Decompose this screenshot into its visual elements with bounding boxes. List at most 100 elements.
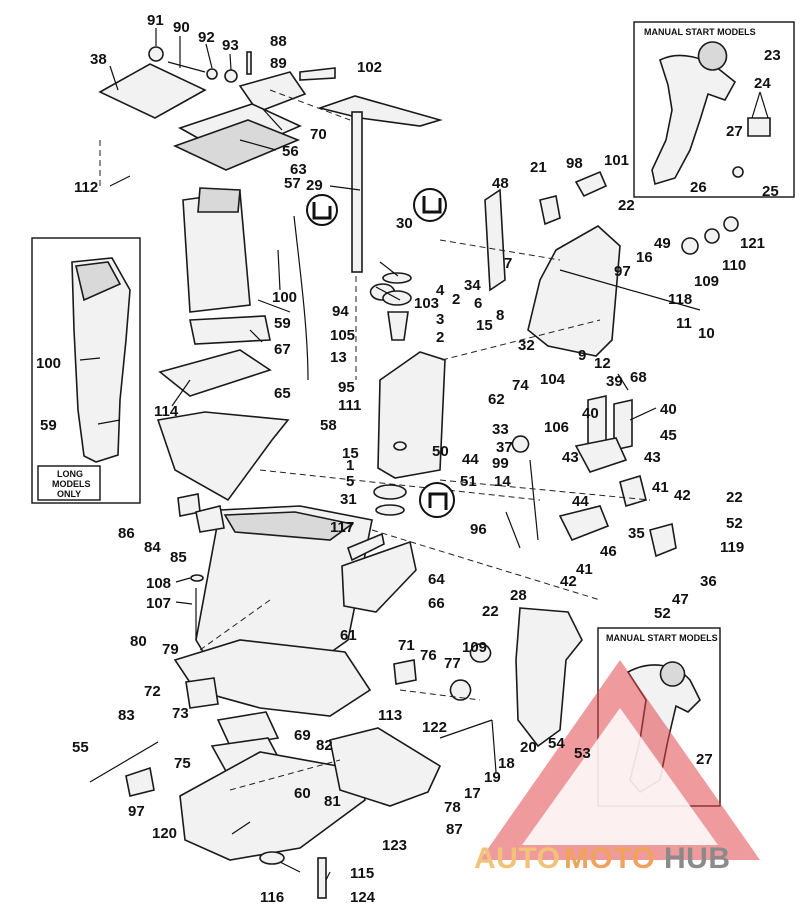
callout-90: 90 — [173, 19, 190, 36]
callout-64: 64 — [428, 571, 445, 588]
callout-24: 24 — [754, 75, 771, 92]
callout-19: 19 — [484, 769, 501, 786]
callout-104: 104 — [540, 371, 566, 388]
callout-9: 9 — [578, 347, 586, 364]
callout-99: 99 — [492, 455, 509, 472]
callout-66: 66 — [428, 595, 445, 612]
callout-39: 39 — [606, 373, 623, 390]
inset-long-models: LONG MODELS ONLY — [31, 237, 141, 504]
callout-50: 50 — [432, 443, 449, 460]
callout-17: 17 — [464, 785, 481, 802]
callout-18: 18 — [498, 755, 515, 772]
callout-29: 29 — [306, 177, 323, 194]
callout-3: 3 — [436, 311, 444, 328]
callout-43b: 43 — [644, 449, 661, 466]
callout-92: 92 — [198, 29, 215, 46]
callout-35: 35 — [628, 525, 645, 542]
callout-120: 120 — [152, 825, 177, 842]
callout-85: 85 — [170, 549, 187, 566]
callout-84: 84 — [144, 539, 161, 556]
callout-101: 101 — [604, 152, 629, 169]
callout-106: 106 — [544, 419, 569, 436]
callout-16: 16 — [636, 249, 653, 266]
callout-14: 14 — [494, 473, 511, 490]
inset-manual-start-top: MANUAL START MODELS — [633, 21, 795, 198]
callout-115: 115 — [350, 865, 374, 882]
callout-78: 78 — [444, 799, 461, 816]
callout-28: 28 — [510, 587, 527, 604]
callout-109a: 109 — [694, 273, 719, 290]
callout-6: 6 — [474, 295, 482, 312]
callout-42b: 42 — [560, 573, 577, 590]
callout-69: 69 — [294, 727, 311, 744]
watermark-text-moto: MOTO — [564, 842, 655, 875]
callout-44a: 44 — [462, 451, 479, 468]
callout-2a: 2 — [436, 329, 444, 346]
callout-63: 63 — [290, 161, 307, 178]
callout-44b: 44 — [572, 493, 589, 510]
callout-57: 57 — [284, 175, 301, 192]
callout-88: 88 — [270, 33, 287, 50]
callout-98: 98 — [566, 155, 583, 172]
callout-47: 47 — [672, 591, 689, 608]
callout-31: 31 — [340, 491, 357, 508]
callout-43a: 43 — [562, 449, 579, 466]
callout-108: 108 — [146, 575, 171, 592]
callout-11: 11 — [676, 315, 692, 332]
callout-95: 95 — [338, 379, 355, 396]
callout-122: 122 — [422, 719, 447, 736]
callout-56: 56 — [282, 143, 299, 160]
callout-53: 53 — [574, 745, 591, 762]
callout-58: 58 — [320, 417, 337, 434]
inset-line-3: ONLY — [57, 489, 81, 499]
callout-65: 65 — [274, 385, 291, 402]
callout-15a: 15 — [476, 317, 493, 334]
inset-line-2: MODELS — [52, 479, 91, 489]
callout-112: 112 — [74, 179, 98, 196]
assembly-lines — [99, 89, 651, 791]
callout-96: 96 — [470, 521, 487, 538]
callout-82: 82 — [316, 737, 333, 754]
callout-33: 33 — [492, 421, 509, 438]
watermark-text-hub: HUB — [664, 842, 731, 875]
callout-124: 124 — [350, 889, 376, 906]
callout-70: 70 — [310, 126, 327, 143]
callout-97b: 97 — [128, 803, 145, 820]
sealant-symbol-3 — [419, 482, 455, 518]
callout-numbers: 91 90 92 93 88 89 102 38 70 56 63 57 29 … — [36, 12, 781, 906]
inset-line-1: LONG — [57, 469, 83, 479]
callout-83: 83 — [118, 707, 135, 724]
callout-41b: 41 — [576, 561, 593, 578]
callout-93: 93 — [222, 37, 239, 54]
callout-59b: 59 — [40, 417, 57, 434]
callout-22c: 22 — [482, 603, 499, 620]
callout-110: 110 — [722, 257, 746, 274]
callout-113: 113 — [378, 707, 402, 724]
callout-72: 72 — [144, 683, 161, 700]
callout-21: 21 — [530, 159, 547, 176]
callout-36: 36 — [700, 573, 717, 590]
callout-27b: 27 — [696, 751, 713, 768]
callout-22b: 22 — [726, 489, 743, 506]
callout-10: 10 — [698, 325, 715, 342]
callout-25: 25 — [762, 183, 779, 200]
callout-109b: 109 — [462, 639, 487, 656]
callout-111: 111 — [338, 397, 361, 414]
apply-sealant-symbols — [306, 188, 455, 518]
callout-107: 107 — [146, 595, 171, 612]
callout-7: 7 — [504, 255, 512, 272]
watermark-logo: AUTO MOTO HUB — [474, 660, 760, 875]
callout-15b: 15 — [342, 445, 359, 462]
callout-73: 73 — [172, 705, 189, 722]
callout-119: 119 — [720, 539, 744, 556]
callout-45: 45 — [660, 427, 677, 444]
callout-91: 91 — [147, 12, 164, 29]
callout-52b: 52 — [654, 605, 671, 622]
callout-61: 61 — [340, 627, 357, 644]
callout-86: 86 — [118, 525, 135, 542]
callout-79: 79 — [162, 641, 179, 658]
callout-13: 13 — [330, 349, 347, 366]
callout-123: 123 — [382, 837, 407, 854]
callout-71: 71 — [398, 637, 415, 654]
